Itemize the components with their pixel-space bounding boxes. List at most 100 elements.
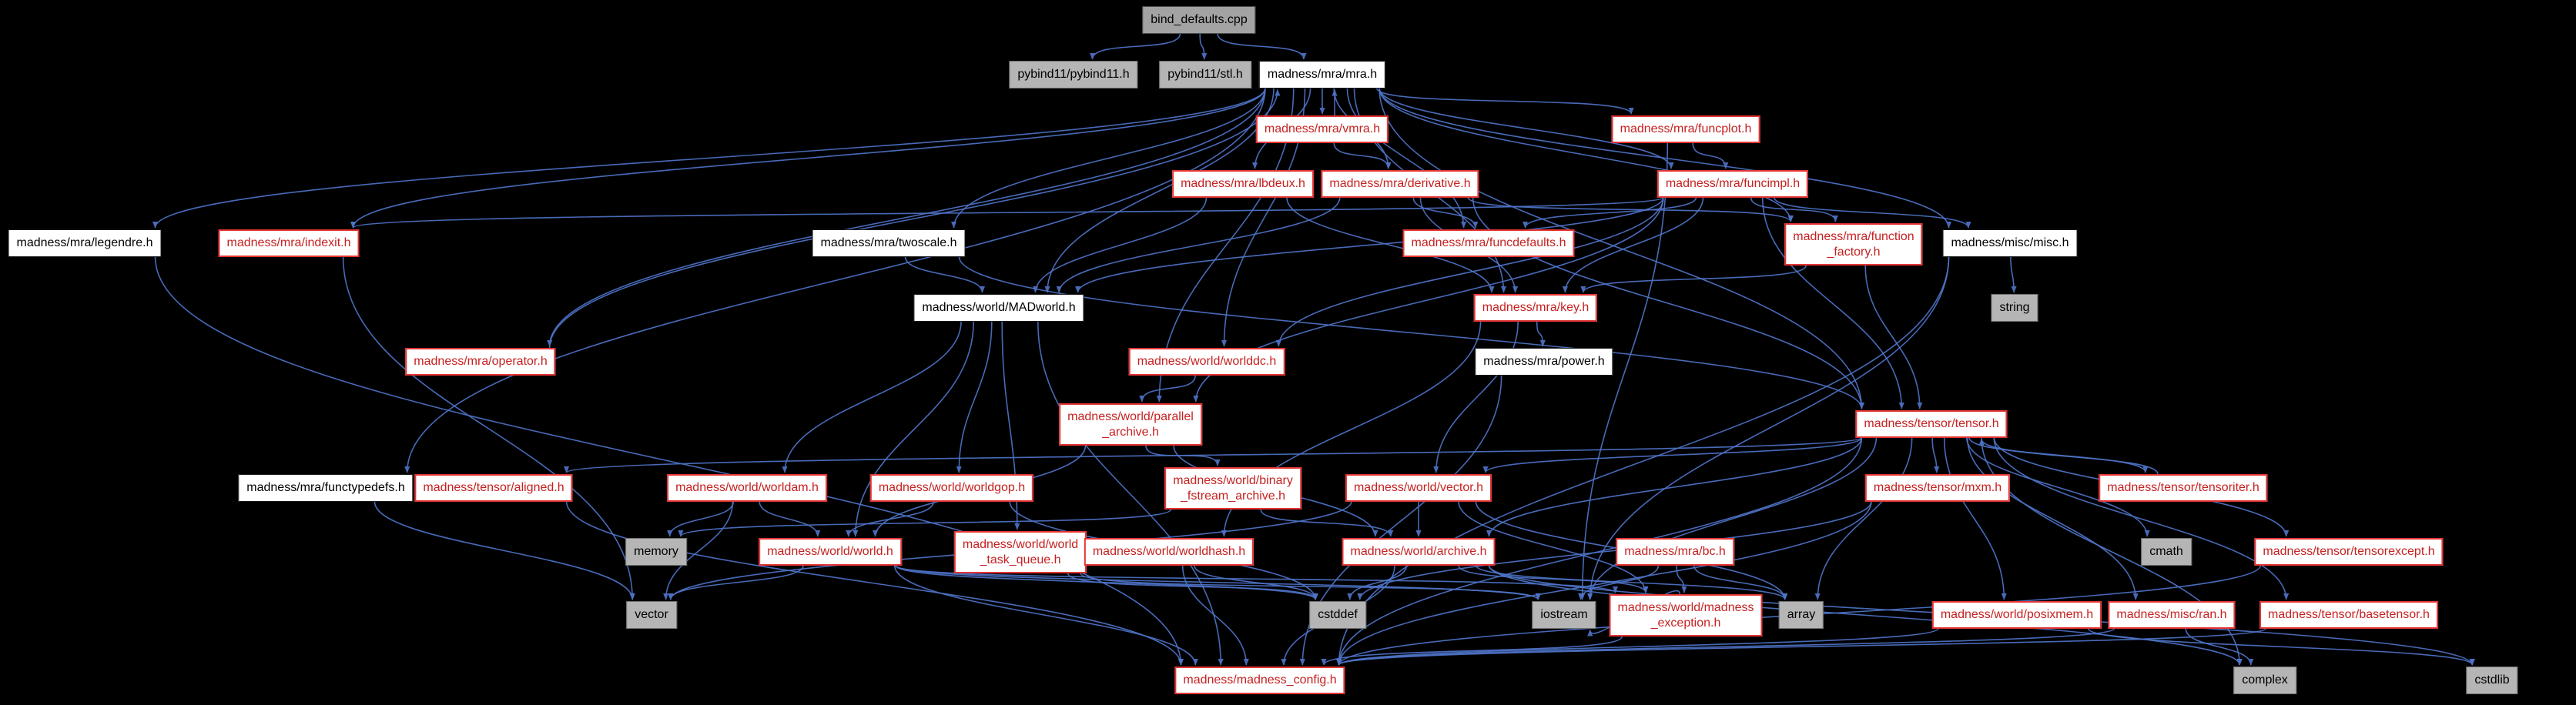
graph-node-funcdefaults[interactable]: madness/mra/funcdefaults.h	[1402, 229, 1575, 257]
edge-madworld-to-worldam	[782, 321, 962, 473]
edge-madworld-to-worldgop	[956, 321, 993, 473]
edge-mra-to-legendre	[152, 88, 1266, 229]
edge-misc-to-string	[2010, 256, 2017, 293]
graph-node-tensoriter[interactable]: madness/tensor/tensoriter.h	[2099, 474, 2268, 502]
graph-node-parallel[interactable]: madness/world/parallel _archive.h	[1059, 403, 1202, 446]
graph-node-archive[interactable]: madness/world/archive.h	[1342, 538, 1496, 566]
graph-node-funcimpl[interactable]: madness/mra/funcimpl.h	[1656, 170, 1809, 198]
graph-node-pybind11: pybind11/pybind11.h	[1009, 61, 1138, 89]
graph-node-key[interactable]: madness/mra/key.h	[1473, 294, 1598, 322]
graph-node-vmra[interactable]: madness/mra/vmra.h	[1255, 115, 1389, 143]
graph-node-taskqueue[interactable]: madness/world/world _task_queue.h	[953, 531, 1087, 574]
edge-tensoriter-to-tensor	[1978, 438, 2159, 475]
edge-worldam-to-world	[759, 501, 821, 537]
edge-funcfactory-to-key	[1580, 265, 1807, 293]
edge-derivative-to-madworld	[1056, 197, 1341, 293]
edge-tensor-to-iostream	[1587, 437, 1878, 600]
edge-posixmem-to-config	[1336, 627, 1939, 666]
edge-mra-to-funcplot	[1376, 88, 1634, 115]
edge-twoscale-to-tensor	[958, 256, 1864, 409]
edge-exception-to-config	[1321, 636, 1623, 666]
graph-node-power: madness/mra/power.h	[1475, 348, 1613, 376]
graph-node-wvector[interactable]: madness/world/vector.h	[1345, 474, 1492, 502]
graph-node-complex: complex	[2233, 667, 2296, 694]
edge-mra-to-functypedefs	[404, 88, 1266, 473]
edge-taskqueue-to-cstddef	[1067, 573, 1318, 600]
edge-funcimpl-to-funcfactory	[1750, 197, 1838, 222]
graph-node-funcfactory[interactable]: madness/mra/function _factory.h	[1784, 223, 1923, 266]
graph-node-cmath: cmath	[2141, 538, 2192, 566]
graph-node-iostream: iostream	[1532, 601, 1596, 629]
graph-node-binfstream[interactable]: madness/world/binary _fstream_archive.h	[1164, 467, 1301, 510]
edge-misc-to-iostream	[1587, 256, 1950, 600]
edge-tensor-to-wvector	[1482, 436, 1863, 473]
graph-node-indexit[interactable]: madness/mra/indexit.h	[218, 229, 360, 257]
edge-misc-to-config	[1336, 256, 1950, 666]
graph-node-posixmem[interactable]: madness/world/posixmem.h	[1931, 601, 2102, 629]
graph-node-config[interactable]: madness/madness_config.h	[1174, 667, 1345, 694]
graph-node-basetensor[interactable]: madness/tensor/basetensor.h	[2259, 601, 2438, 629]
graph-node-string: string	[1991, 294, 2038, 322]
edge-funcfactory-to-tensor	[1864, 265, 1923, 409]
edge-madworld-to-world	[853, 321, 974, 537]
graph-node-mxm[interactable]: madness/tensor/mxm.h	[1864, 474, 2011, 502]
graph-node-worldam[interactable]: madness/world/worldam.h	[667, 474, 827, 502]
edge-derivative-to-funcdefaults	[1412, 197, 1479, 229]
edge-legendre-to-config	[154, 256, 1184, 666]
edge-mxm-to-config	[1336, 501, 1872, 666]
edge-mra-to-funcimpl	[1378, 88, 1674, 169]
graph-node-operator[interactable]: madness/mra/operator.h	[405, 348, 556, 376]
edge-bind_defaults-to-stl	[1199, 33, 1208, 60]
graph-node-worlddc[interactable]: madness/world/worlddc.h	[1128, 348, 1285, 376]
edge-funcplot-to-iostream	[1579, 142, 1669, 600]
edge-basetensor-to-config	[1336, 627, 2266, 666]
edge-funcimpl-to-worlddc	[1275, 197, 1664, 347]
edge-worlddc-to-parallel	[1139, 375, 1196, 403]
edge-indexit-to-vector	[342, 256, 635, 600]
edge-key-to-wvector	[1433, 321, 1519, 473]
edge-funcimpl-to-madworld	[1075, 197, 1664, 293]
edge-mra-to-operator	[547, 88, 1266, 347]
edge-madworld-to-config	[1037, 321, 1224, 666]
edge-mra-to-tensor	[1378, 88, 1864, 409]
graph-node-tensorexcept[interactable]: madness/tensor/tensorexcept.h	[2254, 538, 2444, 566]
graph-node-derivative[interactable]: madness/mra/derivative.h	[1321, 170, 1479, 198]
edge-archive-to-complex	[1488, 565, 2243, 666]
graph-node-worldgop[interactable]: madness/world/worldgop.h	[869, 474, 1034, 502]
edge-world-to-exception	[895, 564, 1618, 593]
graph-node-vector: vector	[626, 601, 677, 629]
edge-archive-to-cstddef	[1347, 565, 1408, 600]
graph-node-tensor[interactable]: madness/tensor/tensor.h	[1855, 410, 2008, 438]
edge-binfstream-to-archive	[1260, 509, 1394, 537]
edge-mra-to-indexit	[350, 88, 1266, 229]
graph-node-world[interactable]: madness/world/world.h	[759, 538, 902, 566]
edge-worldhash-to-cstddef	[1194, 565, 1318, 600]
edge-functypedefs-to-vector	[374, 501, 635, 600]
graph-node-lbdeux[interactable]: madness/mra/lbdeux.h	[1172, 170, 1314, 198]
graph-node-funcplot[interactable]: madness/mra/funcplot.h	[1611, 115, 1760, 143]
graph-node-twoscale: madness/mra/twoscale.h	[812, 229, 966, 257]
edge-taskqueue-to-iostream	[1080, 573, 1541, 600]
graph-node-worldhash[interactable]: madness/world/worldhash.h	[1084, 538, 1255, 566]
edge-key-to-power	[1536, 321, 1546, 347]
edge-funcplot-to-funcimpl	[1692, 142, 1729, 169]
edge-mra-to-misc	[1378, 88, 1952, 229]
edge-worldam-to-memory	[667, 501, 735, 537]
graph-node-exception[interactable]: madness/world/madness _exception.h	[1609, 594, 1763, 637]
edge-derivative-to-funcfactory	[1467, 196, 1794, 222]
graph-node-aligned[interactable]: madness/tensor/aligned.h	[414, 474, 573, 502]
graph-node-legendre: madness/mra/legendre.h	[8, 229, 162, 257]
edge-bind_defaults-to-mra	[1217, 33, 1307, 60]
graph-node-stl: pybind11/stl.h	[1159, 61, 1251, 89]
edge-operator-to-mra	[548, 89, 1281, 349]
graph-node-bind_defaults: bind_defaults.cpp	[1142, 6, 1256, 34]
edge-twoscale-to-madworld	[904, 256, 986, 293]
edge-bind_defaults-to-pybind11	[1089, 33, 1181, 60]
graph-node-bc[interactable]: madness/mra/bc.h	[1616, 538, 1734, 566]
edge-bc-to-exception	[1676, 565, 1687, 593]
graph-node-ran[interactable]: madness/misc/ran.h	[2108, 601, 2236, 629]
edge-funcimpl-to-misc	[1774, 197, 1971, 229]
edge-tensor-to-cmath	[1966, 437, 2150, 537]
